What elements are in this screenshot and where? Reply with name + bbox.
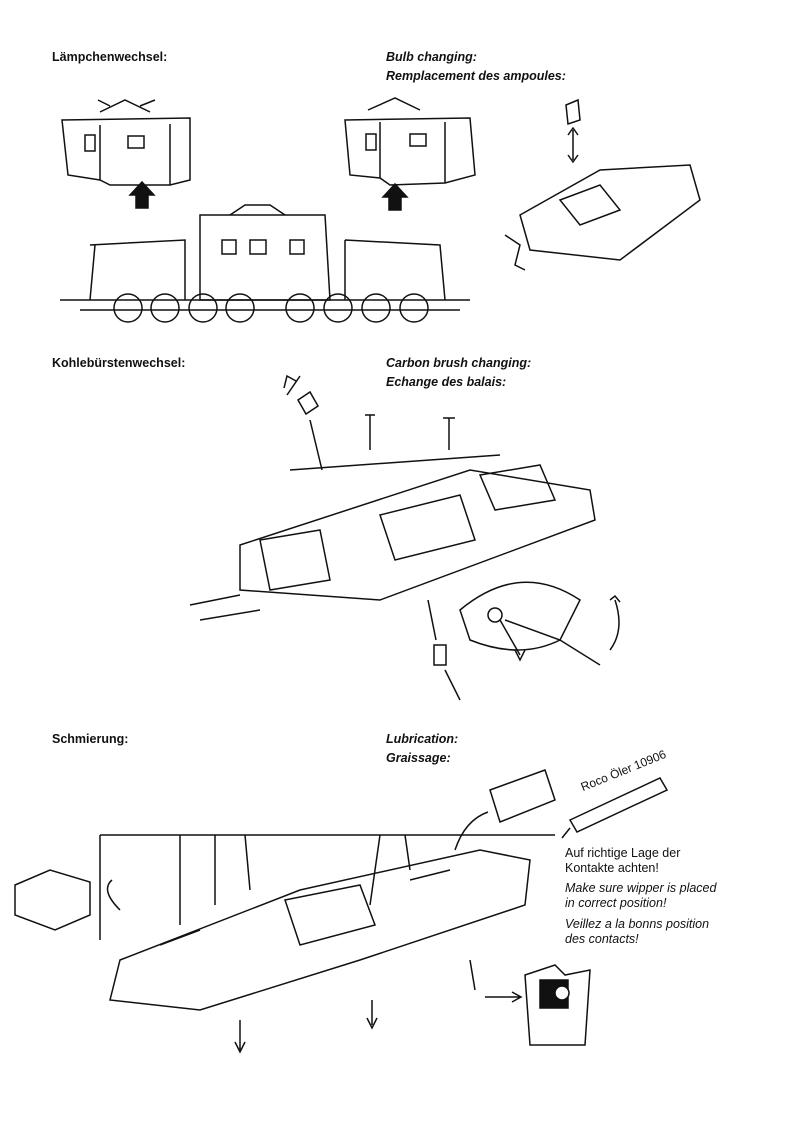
hood-left-drawing — [61, 99, 191, 186]
heading-lube-de: Schmierung: — [52, 732, 129, 746]
note-de-line2: Kontakte achten! — [565, 861, 659, 875]
heading-lube-fr: Graissage: — [386, 751, 451, 765]
lubrication-drawing — [14, 769, 669, 1054]
heading-lube-en: Lubrication: — [386, 732, 459, 746]
hood-right-drawing — [344, 97, 476, 186]
locomotive-side-view — [60, 204, 470, 323]
note-en: Make sure wipper is placed in correct po… — [565, 881, 716, 911]
up-arrow-right — [381, 182, 409, 211]
note-en-line1: Make sure wipper is placed — [565, 881, 717, 895]
heading-bulb-en: Bulb changing: — [386, 50, 477, 64]
heading-brush-en: Carbon brush changing: — [386, 356, 532, 370]
note-de: Auf richtige Lage der Kontakte achten! — [565, 846, 680, 876]
up-arrow-left — [128, 180, 156, 209]
heading-bulb-fr: Remplacement des ampoules: — [386, 69, 566, 83]
bulb-chassis-drawing — [504, 98, 701, 271]
note-en-line2: in correct position! — [565, 896, 667, 910]
heading-bulb-de: Lämpchenwechsel: — [52, 50, 168, 64]
heading-brush-de: Kohlebürstenwechsel: — [52, 356, 186, 370]
heading-brush-fr: Echange des balais: — [386, 375, 507, 389]
note-fr-line1: Veillez a la bonns position — [565, 917, 710, 931]
brush-change-drawing — [189, 374, 621, 701]
note-fr-line2: des contacts! — [565, 932, 639, 946]
note-fr: Veillez a la bonns position des contacts… — [565, 917, 709, 947]
note-de-line1: Auf richtige Lage der — [565, 846, 681, 860]
